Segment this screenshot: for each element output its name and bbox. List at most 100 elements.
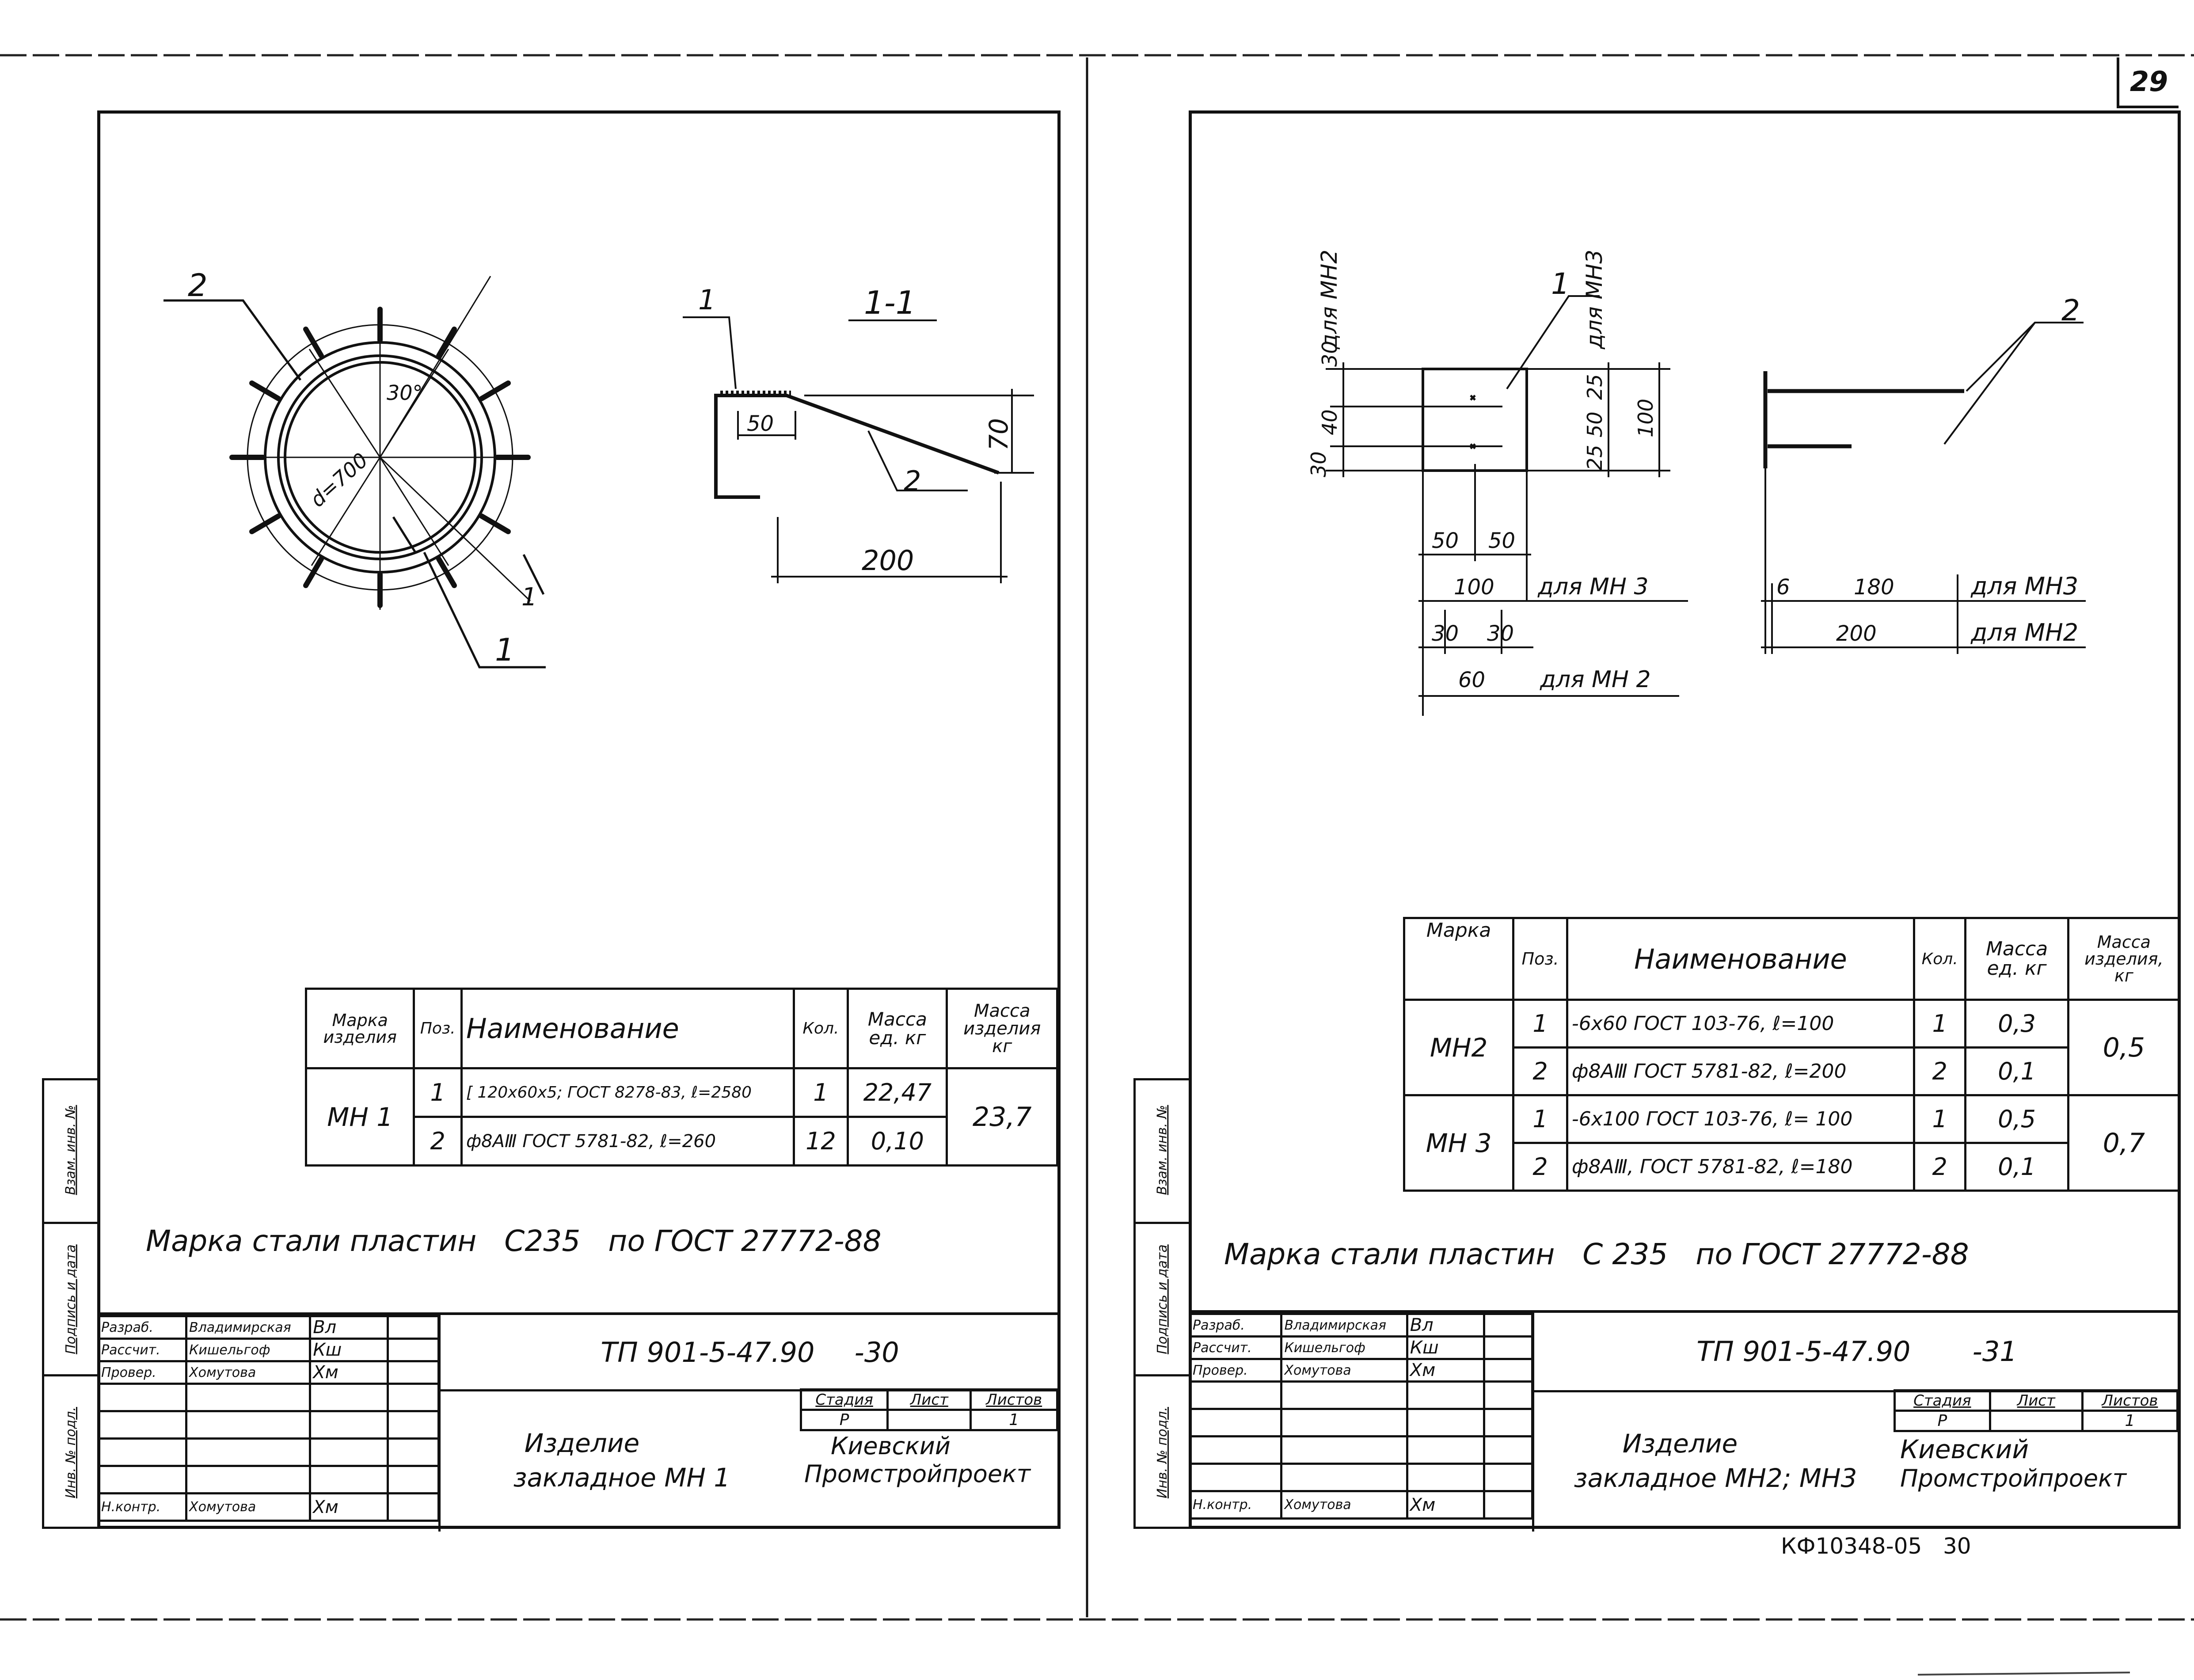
dim-h: 100 xyxy=(1454,575,1494,600)
stamp-sheet-code: -31 xyxy=(1972,1335,2017,1368)
spec-pos: 1 xyxy=(1512,1094,1568,1144)
stamp-sheets-label: Листов xyxy=(970,1388,1058,1411)
stamp-title-line1: Изделие xyxy=(524,1428,640,1458)
left-callout-1: 1 xyxy=(495,632,515,668)
stamp-name: Владимирская xyxy=(185,1315,312,1340)
stamp-signature: Вл xyxy=(1406,1313,1485,1338)
spec-qty: 2 xyxy=(1913,1142,1967,1192)
stamp-name: Хомутова xyxy=(185,1360,312,1385)
stamp-org-line2: Промстройпроект xyxy=(804,1460,1031,1488)
right-sheet-frame xyxy=(1189,110,2181,1529)
spec-total-mass: 0,5 xyxy=(2067,999,2181,1096)
section-dims xyxy=(683,316,1034,583)
stamp-sheets-total: 1 xyxy=(970,1409,1058,1431)
stamp-org-line1: Киевский xyxy=(1900,1434,2029,1464)
stamp-signature: Хм xyxy=(1406,1490,1485,1520)
stamp-doc-number: ТП 901-5-47.90 xyxy=(1696,1335,1911,1368)
horizontal-dim-labels: 50 50 100 для МН 3 30 30 60 для МН 2 6 1… xyxy=(1432,528,2078,693)
for-mn3-vertical: для МН3 xyxy=(1582,250,1607,350)
ring-anchor-bars xyxy=(229,307,531,608)
stamp-signature: Хм xyxy=(309,1492,389,1522)
for-mn3-label: для МН 3 xyxy=(1537,574,1649,600)
dim-50: 50 xyxy=(747,411,774,436)
spec-name: -6x60 ГОСТ 103-76, ℓ=100 xyxy=(1566,999,1915,1049)
section-callout-2: 2 xyxy=(904,465,921,497)
spec-pos: 2 xyxy=(1512,1046,1568,1096)
stamp-stage-label: Стадия xyxy=(1894,1389,1991,1412)
stamp-signature: Кш xyxy=(309,1338,389,1362)
spec-mass: 0,1 xyxy=(1964,1142,2069,1192)
spec-name: -6x100 ГОСТ 103-76, ℓ= 100 xyxy=(1566,1094,1915,1144)
left-callout-2: 2 xyxy=(188,267,208,304)
stamp-stage: Р xyxy=(799,1409,889,1431)
spec-mass: 0,5 xyxy=(1964,1094,2069,1144)
left-stamp-people: Разраб. Владимирская Вл Рассчит. Кишельг… xyxy=(97,1315,440,1522)
left-spec-table: Марка изделия Поз. Наименование Кол. Мас… xyxy=(304,988,1058,1167)
spec-qty: 1 xyxy=(1913,1094,1967,1144)
stamp-sheets-label: Листов xyxy=(2081,1389,2179,1412)
plate-dims xyxy=(1326,295,1688,716)
spec-mass: 0,10 xyxy=(847,1116,948,1167)
right-stamp-people: Разраб. Владимирская Вл Рассчит. Кишельг… xyxy=(1188,1313,1534,1520)
page-number-box: 29 xyxy=(2117,57,2179,108)
spec-header: Наименование xyxy=(460,988,795,1069)
side-strip-label: Взам. инв. № xyxy=(1154,1105,1170,1195)
spec-header: Марка изделия xyxy=(304,988,415,1069)
stamp-sheets-total: 1 xyxy=(2081,1410,2179,1432)
section-mark: 1 xyxy=(521,583,537,612)
dim-h: 30 xyxy=(1432,621,1459,646)
spec-header: Масса изделия кг xyxy=(946,988,1058,1069)
stamp-role: Рассчит. xyxy=(97,1338,188,1362)
spec-qty: 1 xyxy=(1913,999,1967,1049)
spec-pos: 2 xyxy=(1512,1142,1568,1192)
spec-header: Масса ед. кг xyxy=(1964,917,2069,1001)
angle-dim: 30° xyxy=(387,381,423,405)
dim-h: 180 xyxy=(1854,575,1894,600)
left-drawing: 2 1 1 30° d=700 1-1 1 2 50 200 70 xyxy=(164,267,1034,669)
ring-plan-view xyxy=(247,276,531,610)
right-drawing: 30 40 30 для МН2 25 50 25 100 для МН3 1 … xyxy=(1307,250,2086,716)
dim-h: 30 xyxy=(1487,621,1514,646)
side-strip-label: Подпись и дата xyxy=(1154,1244,1170,1354)
stamp-sheet-label: Лист xyxy=(1989,1389,2084,1412)
spec-pos: 1 xyxy=(1512,999,1568,1049)
spec-header: Масса ед. кг xyxy=(847,988,948,1069)
spec-total-mass: 0,7 xyxy=(2067,1094,2181,1192)
right-steel-note: Марка стали пластин С 235 по ГОСТ 27772-… xyxy=(1224,1237,1969,1271)
spec-name: [ 120x60x5; ГОСТ 8278-83, ℓ=2580 xyxy=(460,1067,795,1118)
right-callout-1: 1 xyxy=(1551,267,1570,301)
spec-header: Кол. xyxy=(792,988,849,1069)
stamp-name: Хомутова xyxy=(1280,1358,1408,1383)
left-stamp-stage: Стадия Лист Листов Р 1 xyxy=(799,1388,1058,1431)
plate-dim-labels: 30 40 30 для МН2 25 50 25 100 для МН3 xyxy=(1307,250,1658,477)
dim-vertical: 30 xyxy=(1307,451,1331,477)
dim-h: 200 xyxy=(1836,621,1877,646)
dim-vertical: 50 xyxy=(1583,411,1607,437)
stamp-name: Хомутова xyxy=(185,1492,312,1522)
left-side-strip: Взам. инв. № Подпись и дата Инв. № подл. xyxy=(42,1078,99,1529)
spec-header: Кол. xyxy=(1913,917,1967,1001)
for-mn2-label: для МН2 xyxy=(1970,619,2078,646)
stamp-org-line2: Промстройпроект xyxy=(1900,1464,2127,1492)
spec-header: Наименование xyxy=(1566,917,1915,1001)
page-number: 29 xyxy=(2129,65,2168,98)
section-view xyxy=(714,391,1000,499)
spec-name: ф8АⅢ, ГОСТ 5781-82, ℓ=180 xyxy=(1566,1142,1915,1192)
spec-mark: МН2 xyxy=(1403,999,1515,1096)
spec-mass: 22,47 xyxy=(847,1067,948,1118)
dim-70: 70 xyxy=(984,418,1014,451)
section-title: 1-1 xyxy=(864,284,916,321)
left-sheet-frame xyxy=(97,110,1061,1529)
dim-vertical: 30 xyxy=(1318,341,1342,367)
right-callout-2: 2 xyxy=(2061,293,2080,327)
stamp-doc-number: ТП 901-5-47.90 xyxy=(601,1336,815,1368)
spec-qty: 2 xyxy=(1913,1046,1967,1096)
stamp-stage: Р xyxy=(1894,1410,1991,1432)
stamp-title-line2: закладное МН 1 xyxy=(513,1463,730,1493)
right-stamp-stage: Стадия Лист Листов Р 1 xyxy=(1894,1389,2179,1432)
stamp-role: Рассчит. xyxy=(1188,1335,1283,1360)
stamp-name: Хомутова xyxy=(1280,1490,1408,1520)
stamp-sheet-code: -30 xyxy=(854,1336,899,1368)
spec-qty: 1 xyxy=(792,1067,849,1118)
